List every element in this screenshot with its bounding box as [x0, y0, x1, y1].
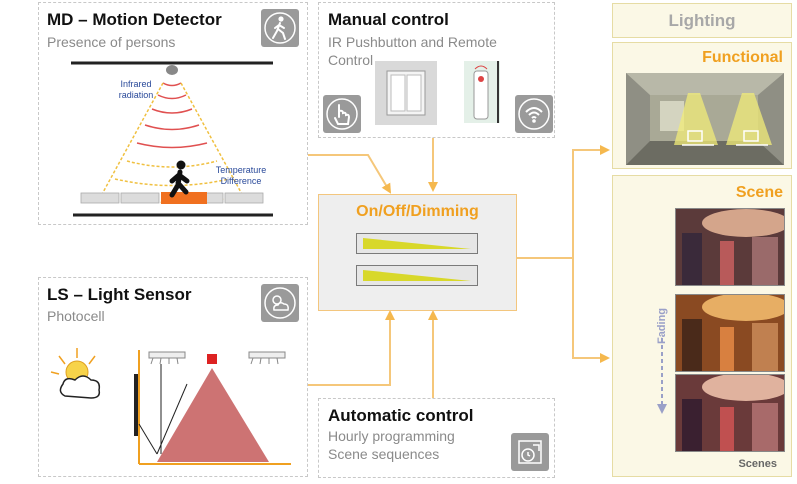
panel-title: Manual control: [328, 10, 449, 29]
arrow-to-scene: [572, 258, 610, 363]
fading-arrow: [657, 338, 667, 414]
walking-person-icon: [261, 9, 299, 47]
lighting-title: Lighting: [668, 11, 736, 30]
scene-panel: Scene Fading Scenes: [612, 175, 792, 477]
infrared-label: Infrared radiation: [118, 79, 154, 100]
pushbutton-illustration: [375, 61, 437, 125]
dimming-controller: On/Off/Dimming: [318, 194, 517, 311]
panel-title: Automatic control: [328, 406, 474, 425]
remote-control-illustration: [464, 61, 500, 123]
pointing-hand-icon: [323, 95, 361, 133]
dimming-bar-1: [356, 233, 478, 254]
motion-detector-panel: MD – Motion Detector Presence of persons: [38, 2, 308, 225]
panel-subtitle: IR Pushbutton and Remote Control: [328, 34, 497, 68]
light-sensor-panel: LS – Light Sensor Photocell: [38, 277, 308, 477]
scenes-label: Scenes: [738, 458, 777, 470]
dimming-bar-2: [356, 265, 478, 286]
manual-control-panel: Manual control IR Pushbutton and Remote …: [318, 2, 555, 138]
light-sensor-illustration: [50, 348, 291, 465]
panel-subtitle: Photocell: [47, 308, 105, 324]
automatic-control-panel: Automatic control Hourly programming Sce…: [318, 398, 555, 478]
functional-label: Functional: [702, 49, 783, 66]
sun-cloud-icon: [261, 284, 299, 322]
panel-title: MD – Motion Detector: [47, 10, 222, 29]
sequences-text: Scene sequences: [328, 446, 440, 462]
fading-label: Fading: [656, 307, 668, 345]
lighting-header: Lighting: [612, 3, 792, 38]
panel-subtitle: Presence of persons: [47, 34, 176, 50]
temperature-label: Temperature Difference: [215, 165, 267, 186]
scene-image-3: [675, 374, 785, 452]
scene-image-2: [675, 294, 785, 372]
arrow-ls-to-center: [307, 310, 395, 386]
scene-label: Scene: [735, 184, 783, 201]
wireless-signal-icon: [515, 95, 553, 133]
arrow-to-functional: [572, 145, 610, 258]
motion-detector-illustration: [71, 61, 273, 217]
programming-text: Hourly programming: [328, 428, 455, 444]
dimming-label: On/Off/Dimming: [356, 203, 479, 220]
functional-office-image: [626, 73, 784, 165]
scene-image-1: [675, 208, 785, 286]
functional-panel: Functional: [612, 42, 792, 169]
panel-title: LS – Light Sensor: [47, 285, 192, 304]
clock-icon: [511, 433, 549, 471]
arrow-md-to-center: [307, 154, 392, 194]
